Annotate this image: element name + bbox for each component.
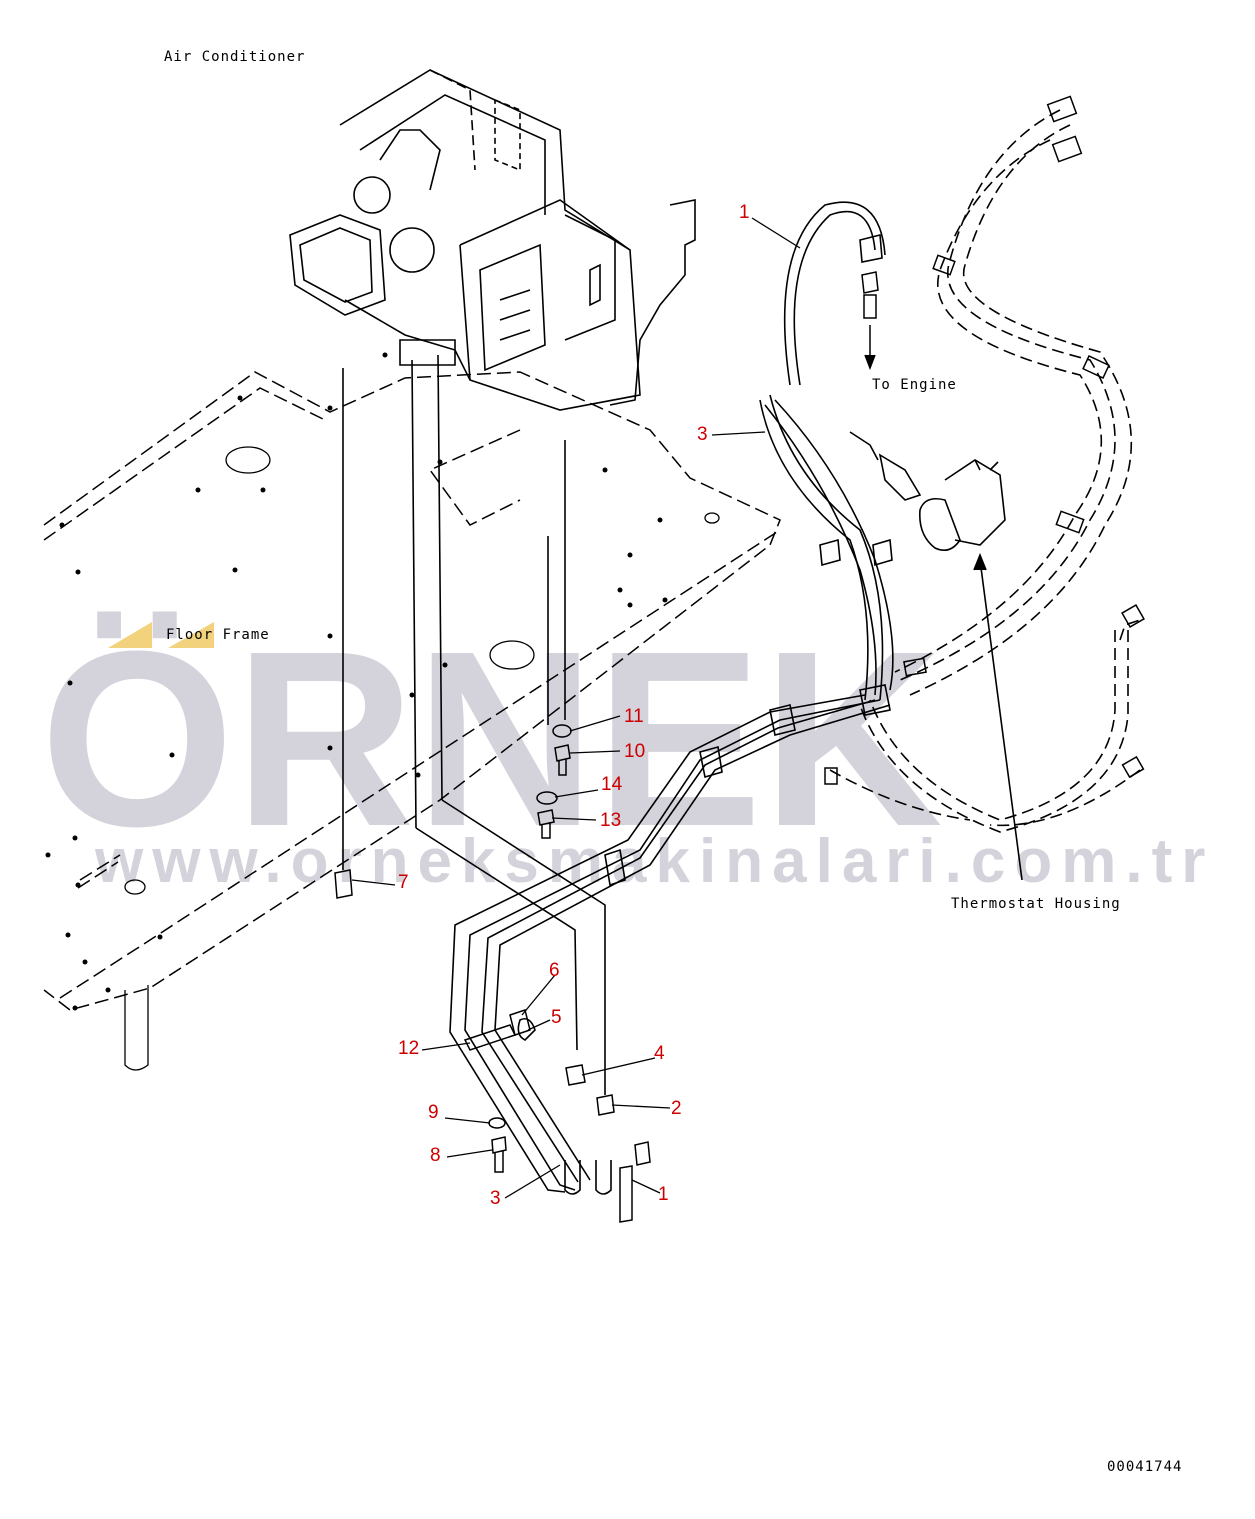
floor-hole <box>704 512 720 524</box>
air-conditioner-unit <box>289 69 696 411</box>
hardware-parts <box>334 724 651 1223</box>
floor-frame <box>43 371 781 1011</box>
clamp-6 <box>509 1009 531 1036</box>
callout-10: 10 <box>624 741 645 762</box>
callout-4: 4 <box>654 1043 665 1064</box>
callout-12: 12 <box>398 1038 419 1059</box>
spacer-7 <box>334 869 353 899</box>
clamp-12 <box>463 1024 517 1051</box>
washer-9 <box>488 1117 506 1129</box>
callout-9: 9 <box>428 1102 439 1123</box>
callout-3-top: 3 <box>697 424 708 445</box>
bolt-8 <box>491 1136 507 1173</box>
callout-2: 2 <box>671 1098 682 1119</box>
callout-5: 5 <box>551 1007 562 1028</box>
fitting-1-bottom <box>619 1141 651 1223</box>
floor-frame-details <box>124 446 720 1071</box>
engine-hoses <box>829 109 1141 833</box>
callout-14: 14 <box>601 774 623 795</box>
callout-11: 11 <box>624 706 644 727</box>
thermostat-housing <box>849 431 1023 881</box>
bolt-13 <box>537 809 555 839</box>
to-engine-arrow-icon <box>864 354 876 371</box>
floor-hole <box>225 446 271 474</box>
clip-2 <box>596 1094 615 1116</box>
blower-fan <box>353 176 391 214</box>
thermostat-arrow-icon <box>973 552 987 571</box>
label-to-engine: To Engine <box>872 377 957 393</box>
heater-hoses <box>449 201 894 1195</box>
floor-hole <box>124 879 146 895</box>
label-floor-frame: Floor Frame <box>166 627 270 643</box>
blower-fan <box>389 227 435 273</box>
callout-1-top: 1 <box>739 202 750 223</box>
washer-14 <box>536 791 558 805</box>
floor-bolt-holes <box>45 352 668 1011</box>
callout-6: 6 <box>549 960 560 981</box>
callout-7: 7 <box>398 872 409 893</box>
callout-3-bottom: 3 <box>490 1188 501 1209</box>
watermark-accent-left <box>108 622 152 648</box>
callout-numbers: 1 3 11 10 14 13 7 6 5 12 4 2 9 8 3 1 <box>398 202 750 1209</box>
drawing-number: 00041744 <box>1107 1459 1182 1475</box>
clip-4 <box>565 1064 586 1086</box>
callout-1-bottom: 1 <box>658 1184 669 1205</box>
ac-mount-lines <box>342 354 606 1095</box>
to-engine-fitting <box>861 271 879 371</box>
watermark-accent-right <box>168 622 214 648</box>
floor-hole <box>489 640 535 670</box>
callout-leaders <box>351 217 801 1199</box>
engine-hose-clamps <box>824 95 1145 785</box>
label-thermostat-housing: Thermostat Housing <box>951 896 1121 912</box>
callout-13: 13 <box>600 810 621 831</box>
bolt-10 <box>554 744 571 776</box>
callout-8: 8 <box>430 1145 441 1166</box>
label-air-conditioner: Air Conditioner <box>164 49 305 65</box>
